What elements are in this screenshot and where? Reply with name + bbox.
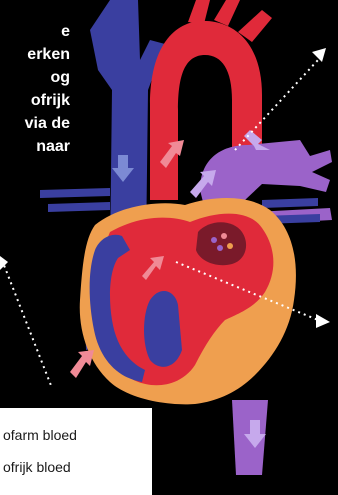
sa-node-region (196, 222, 246, 265)
sa-node-dot-2 (221, 233, 227, 239)
legend-label: ofarm bloed (3, 424, 77, 446)
septum-blue-region (144, 291, 182, 367)
caption-line: erken (0, 43, 70, 66)
caption-line: og (0, 66, 70, 89)
sa-node-dot-1 (211, 237, 217, 243)
caption-line: naar (0, 135, 70, 158)
sa-node-dot-4 (227, 243, 233, 249)
legend: ofarm bloed ofrijk bloed (0, 408, 152, 495)
caption-line: ofrijk (0, 89, 70, 112)
caption-line: e (0, 20, 70, 43)
legend-label: ofrijk bloed (3, 456, 71, 478)
sa-node-dot-3 (217, 245, 223, 251)
legend-item-oxygen-poor: ofarm bloed (0, 424, 152, 446)
caption-text: e erken og ofrijk via de naar (0, 20, 70, 158)
caption-line: via de (0, 112, 70, 135)
legend-item-oxygen-rich: ofrijk bloed (0, 456, 152, 478)
